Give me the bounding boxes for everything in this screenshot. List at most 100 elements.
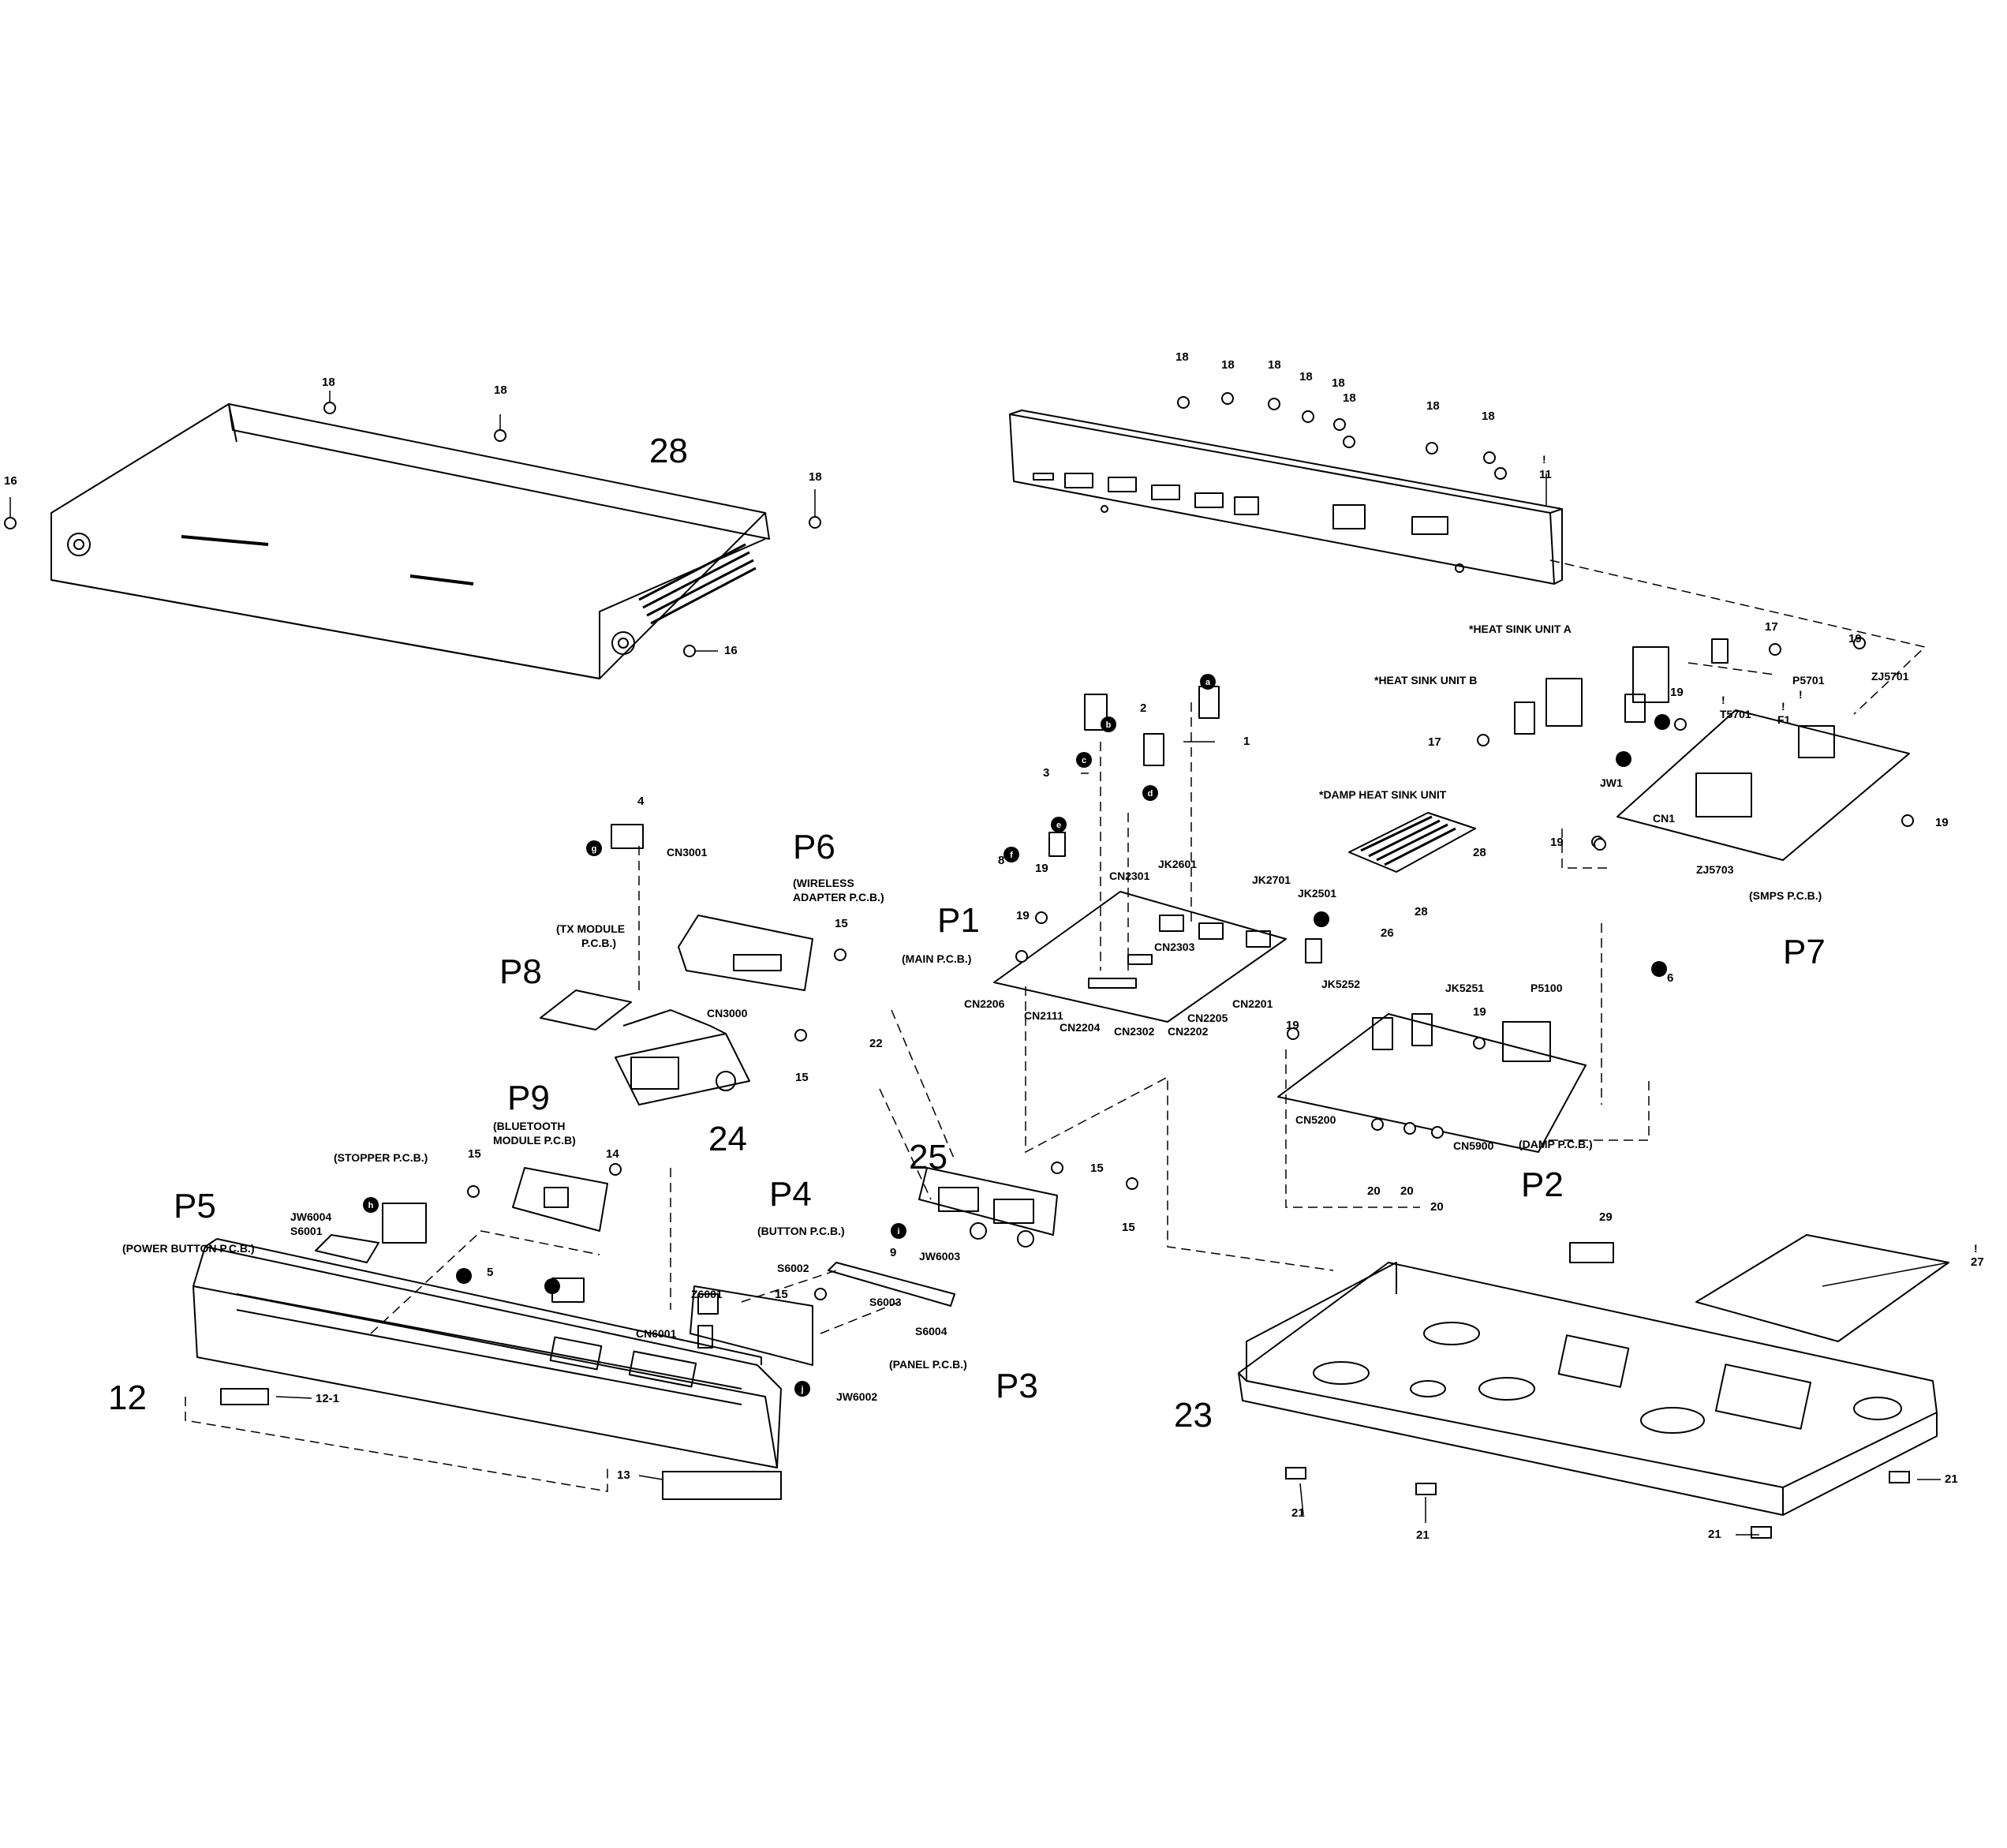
button-pcb [828, 1262, 955, 1307]
rear-panel [1009, 410, 1563, 585]
label-cn6001: CN6001 [636, 1327, 677, 1340]
label-s6004: S6004 [915, 1325, 947, 1337]
label-n8: 8 [998, 854, 1005, 867]
label-p7: P7 [1783, 933, 1826, 971]
label-n16b: 16 [724, 644, 738, 657]
bracket-24 [615, 1009, 750, 1105]
label-tx-1: (TX MODULE [556, 922, 626, 935]
smps-pcb [1616, 709, 1910, 861]
label-f1: F1 [1777, 713, 1791, 726]
label-z6001: Z6001 [691, 1288, 723, 1300]
label-n19f: 19 [1016, 909, 1030, 922]
label-n19d: 19 [1935, 816, 1949, 829]
warning-icon: ! [1542, 453, 1546, 466]
label-wireless-2: ADAPTER P.C.B.) [793, 891, 884, 903]
label-n18c: 18 [809, 470, 822, 484]
label-n21a: 21 [1291, 1506, 1305, 1520]
circle-mark-b: b [1106, 720, 1112, 730]
label-p6: P6 [793, 828, 835, 866]
label-bluetooth-2: MODULE P.C.B) [493, 1134, 576, 1147]
label-n22: 22 [869, 1037, 883, 1050]
label-p5100: P5100 [1530, 982, 1563, 994]
insulation-sheet [1695, 1234, 1949, 1342]
circle-mark-c: c [1082, 756, 1086, 765]
label-cn2302: CN2302 [1114, 1025, 1155, 1038]
label-n18g: 18 [1299, 370, 1313, 383]
circle-mark-d: d [1148, 789, 1153, 799]
label-n28b: 28 [1415, 905, 1428, 918]
label-wireless-1: (WIRELESS [793, 877, 854, 889]
label-n27: 27 [1971, 1255, 1984, 1269]
label-cn2205: CN2205 [1187, 1012, 1228, 1024]
label-n19c: 19 [1550, 836, 1564, 849]
label-n18k: 18 [1482, 410, 1495, 423]
circle-mark-g: g [592, 844, 597, 854]
label-cn2301: CN2301 [1109, 870, 1150, 882]
label-jw6002: JW6002 [836, 1390, 878, 1403]
power-button-pcb [315, 1234, 379, 1263]
label-p4: P4 [769, 1175, 812, 1214]
label-n21d: 21 [1945, 1472, 1958, 1486]
label-n18i: 18 [1343, 391, 1356, 405]
label-n18b: 18 [494, 383, 507, 397]
label-cn5200: CN5200 [1295, 1113, 1336, 1126]
top-cover [50, 403, 770, 679]
label-s6002: S6002 [777, 1262, 809, 1274]
bluetooth-pcb [512, 1167, 608, 1232]
label-p8: P8 [499, 952, 542, 991]
label-cn5900: CN5900 [1453, 1139, 1494, 1152]
label-n18f: 18 [1268, 358, 1281, 372]
label-n17b: 17 [1428, 735, 1441, 749]
label-part-23: 23 [1174, 1396, 1213, 1435]
label-stopper-pcb: (STOPPER P.C.B.) [334, 1151, 428, 1164]
label-jk2501: JK2501 [1298, 887, 1337, 900]
label-n1: 1 [1243, 735, 1250, 748]
label-n15d: 15 [1090, 1162, 1104, 1175]
label-n18j: 18 [1426, 399, 1440, 413]
label-n9: 9 [890, 1246, 897, 1259]
label-cn2303: CN2303 [1154, 941, 1195, 953]
label-jk2701: JK2701 [1252, 873, 1291, 886]
circle-mark-h: h [368, 1201, 374, 1210]
label-p9: P9 [507, 1079, 550, 1117]
label-n13: 13 [617, 1468, 630, 1482]
label-n20a: 20 [1367, 1184, 1381, 1198]
label-p2: P2 [1521, 1165, 1564, 1204]
label-n4: 4 [637, 795, 645, 808]
label-button-pcb: (BUTTON P.C.B.) [757, 1225, 845, 1237]
label-cn2202: CN2202 [1168, 1025, 1209, 1038]
label-part-12: 12 [108, 1379, 147, 1417]
label-n16a: 16 [4, 474, 17, 488]
circle-mark-i: i [897, 1227, 899, 1236]
label-n20b: 20 [1400, 1184, 1414, 1198]
label-n18e: 18 [1221, 358, 1235, 372]
label-t5701: T5701 [1720, 708, 1751, 720]
label-jw1: JW1 [1600, 776, 1623, 789]
label-s6001: S6001 [290, 1225, 323, 1237]
label-panel-pcb: (PANEL P.C.B.) [889, 1358, 967, 1371]
label-n21b: 21 [1416, 1528, 1430, 1542]
label-p3: P3 [996, 1367, 1038, 1405]
label-zj5701: ZJ5701 [1871, 670, 1909, 683]
switch-12-1 [220, 1388, 269, 1405]
label-n15f: 15 [775, 1288, 788, 1301]
label-jk2601: JK2601 [1158, 858, 1198, 870]
label-n15b: 15 [795, 1071, 809, 1084]
label-n18a: 18 [322, 376, 335, 389]
label-n18d: 18 [1175, 350, 1189, 364]
label-jk5251: JK5251 [1445, 982, 1485, 994]
label-n19h: 19 [1473, 1005, 1486, 1019]
label-cn2204: CN2204 [1060, 1021, 1101, 1034]
label-zj5703: ZJ5703 [1696, 863, 1734, 876]
warning-icon: ! [1799, 688, 1803, 701]
label-part-25: 25 [909, 1138, 947, 1177]
label-tx-2: P.C.B.) [581, 937, 617, 949]
label-n12-1: 12-1 [316, 1392, 340, 1405]
label-p1: P1 [937, 901, 980, 940]
label-n11: 11 [1539, 468, 1552, 481]
label-cn2111: CN2111 [1024, 1009, 1063, 1022]
tx-module-pcb [540, 989, 632, 1031]
circle-mark-e: e [1056, 821, 1061, 830]
label-n6: 6 [1667, 971, 1674, 985]
